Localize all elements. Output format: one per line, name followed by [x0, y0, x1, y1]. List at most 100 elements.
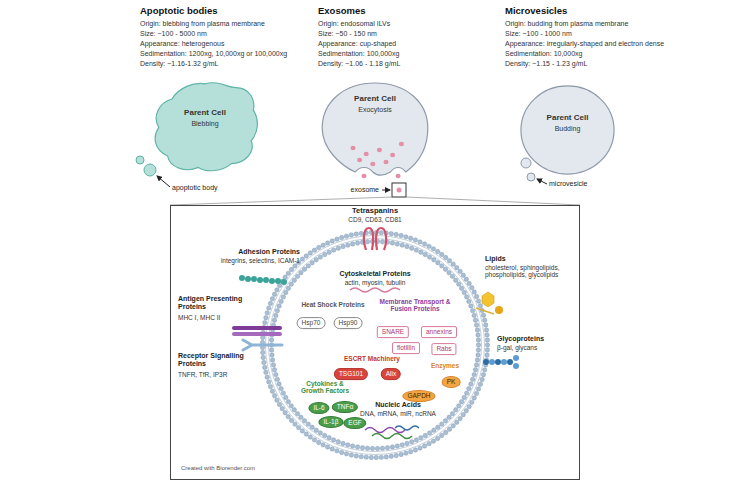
- protein-pill: IL-6: [308, 402, 329, 414]
- lipid-bilayer: [317, 440, 321, 444]
- lipid-bilayer: [295, 411, 299, 415]
- adhesion-protein-icon: [251, 276, 257, 282]
- lipid-bilayer: [472, 372, 476, 376]
- lipid-bilayer: [271, 363, 275, 367]
- category-title: Receptor Signalling Proteins: [178, 352, 253, 368]
- vesicle-property: Appearance: heterogenous: [140, 40, 224, 48]
- lipid-bilayer: [355, 445, 359, 449]
- lipid-bilayer: [375, 446, 379, 450]
- lipid-bilayer: [267, 380, 271, 384]
- lipid-bilayer: [447, 259, 451, 263]
- lipid-bilayer: [380, 240, 384, 244]
- cell-outline: [390, 153, 395, 158]
- lipid-bilayer: [265, 311, 269, 315]
- lipid-bilayer: [369, 455, 373, 459]
- lipid-bilayer: [292, 408, 296, 412]
- lipid-bilayer: [384, 455, 388, 459]
- lipid-bilayer: [339, 235, 343, 239]
- vesicle-heading: Apoptotic bodies: [140, 6, 218, 17]
- adhesion-protein-icon: [257, 277, 263, 283]
- lipid-bilayer: [440, 433, 444, 437]
- lipid-bilayer: [281, 391, 285, 395]
- lipid-bilayer: [293, 264, 297, 268]
- lipid-bilayer: [325, 445, 329, 449]
- lipid-bilayer: [400, 443, 404, 447]
- category-items: TNFR, TfR, IP3R: [178, 371, 227, 378]
- lipid-bilayer: [335, 237, 339, 241]
- lipid-bilayer: [312, 248, 316, 252]
- leader-arrow: [382, 190, 390, 191]
- cytoskeleton-filament: [350, 288, 400, 292]
- lipid-bilayer: [286, 400, 290, 404]
- adhesion-protein-icon: [281, 279, 287, 285]
- lipid-bilayer: [480, 377, 484, 381]
- lipid-bilayer: [344, 234, 348, 238]
- lipid-bilayer: [266, 236, 485, 455]
- lipid-bilayer: [389, 231, 393, 235]
- lipid-bilayer: [459, 286, 463, 290]
- protein-pill: TSG101: [334, 368, 368, 380]
- lipid-bilayer: [459, 400, 463, 404]
- lipid-bilayer: [302, 419, 306, 423]
- lipid-bilayer: [404, 235, 408, 239]
- cytoskeleton-filament: [350, 288, 400, 292]
- lipid-bilayer: [418, 446, 422, 450]
- lipid-bilayer: [267, 306, 271, 310]
- lipid-bilayer: [453, 278, 457, 282]
- lipid-bilayer: [330, 239, 334, 243]
- lipid-bilayer: [379, 230, 383, 234]
- vesicle-property: Density: ~1.15 - 1.23 g/mL: [505, 60, 587, 68]
- lipid-bilayer: [335, 449, 339, 453]
- lipid-bilayer: [269, 338, 273, 342]
- cell-outline: [357, 158, 362, 163]
- tetraspanin-icon: [376, 228, 386, 250]
- lipid-bilayer: [447, 427, 451, 431]
- parent-cell: Parent CellBlebbing: [150, 80, 260, 175]
- adhesion-protein-icon: [239, 275, 245, 281]
- lipid-bilayer: [277, 402, 281, 406]
- lipid-bilayer: [455, 420, 459, 424]
- protein-name: Rabs: [436, 345, 451, 352]
- lipid-bilayer: [270, 353, 274, 357]
- lipid-bilayer: [395, 242, 399, 246]
- glycoprotein-icon: [483, 359, 489, 365]
- lipid-bilayer: [427, 431, 431, 435]
- lipid-bilayer: [310, 425, 314, 429]
- cell-outline: [350, 146, 355, 151]
- zoom-line: [406, 197, 580, 205]
- protein-name: PK: [447, 378, 456, 385]
- lipid-bilayer: [286, 286, 290, 290]
- lipid-bilayer: [325, 241, 329, 245]
- lipid-bilayer: [275, 288, 279, 292]
- protein-name: EGF: [348, 419, 361, 426]
- lipid-bilayer: [440, 264, 444, 268]
- lipid-bilayer: [275, 398, 279, 402]
- lipid-bilayer: [359, 231, 363, 235]
- lipid-bilayer: [409, 236, 413, 240]
- lipid-bilayer: [272, 318, 276, 322]
- lipid-bilayer: [300, 429, 304, 433]
- lipid-bilayer: [485, 343, 489, 347]
- lipid-bilayer: [339, 450, 343, 454]
- lipid-bilayer: [473, 368, 477, 372]
- lipid-bilayer: [292, 278, 296, 282]
- lipid-bilayer: [336, 440, 340, 444]
- lipid-bilayer: [464, 277, 468, 281]
- lipid-bilayer: [435, 249, 439, 253]
- lipid-bilayer: [317, 245, 321, 249]
- vesicle-property: Origin: endosomal ILVs: [318, 20, 390, 28]
- lipid-bilayer: [299, 271, 303, 275]
- lipid-bilayer: [263, 320, 267, 324]
- credit-note: Created with Biorender.com: [181, 465, 255, 471]
- lipid-bilayer: [318, 255, 322, 259]
- category-title: Cytokines & Growth Factors: [298, 380, 353, 395]
- protein-name: annexins: [426, 328, 452, 335]
- lipid-bilayer: [464, 409, 468, 413]
- nucleic-acid-strands: [372, 434, 412, 439]
- protein-name: SNARE: [382, 328, 404, 335]
- lipid-bilayer: [284, 395, 288, 399]
- lipid-bilayer: [474, 294, 478, 298]
- lipid-bilayer: [262, 360, 266, 364]
- lipid-bilayer: [422, 242, 426, 246]
